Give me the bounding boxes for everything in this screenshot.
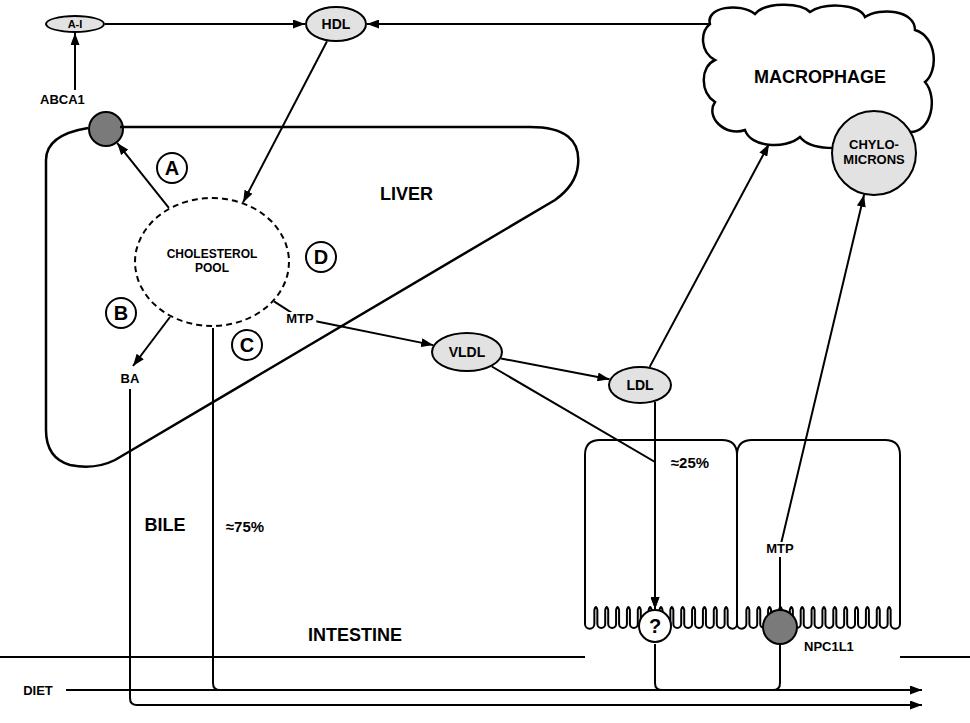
transporter-circle <box>763 610 797 644</box>
flow-arrow <box>501 358 609 379</box>
transporter-symbol: NPC1L1 <box>760 607 860 659</box>
label-holder: ≈25% <box>671 454 709 472</box>
label-holder: ≈75% <box>226 518 264 536</box>
intestine-wall <box>0 656 585 658</box>
chylomicron-circle: CHYLO- MICRONS <box>831 110 917 196</box>
unknown-transporter: ? <box>638 609 672 643</box>
label-holder: BA <box>121 369 140 387</box>
text-label: ≈75% <box>226 518 264 535</box>
flow-arrow <box>243 41 327 202</box>
node-label: LDL <box>626 377 653 393</box>
node-label: ABCA1 <box>40 93 85 108</box>
transporter-symbol: ABCA1 <box>35 90 125 146</box>
liver-outline <box>46 127 578 467</box>
edge-label: MTP <box>283 312 316 327</box>
edge-label-holder: MTP <box>763 539 796 557</box>
label-holder: BILE <box>144 515 185 536</box>
bile-flow-line <box>130 389 922 705</box>
edge-label: MTP <box>763 542 796 557</box>
node-label: ? <box>649 615 661 638</box>
lipoprotein-ellipse: VLDL <box>431 332 503 372</box>
flow-arrow <box>367 23 710 25</box>
transintestinal-line <box>655 644 662 690</box>
node-label: HDL <box>322 16 351 32</box>
callout-letter: C <box>231 329 263 361</box>
biliary-cholesterol-line <box>213 328 220 690</box>
text-label: BA <box>121 372 140 387</box>
text-label: INTESTINE <box>308 625 402 646</box>
node-label: CHOLESTEROL POOL <box>164 248 260 276</box>
diet-flow-line <box>66 689 922 691</box>
flow-arrow <box>650 144 769 367</box>
flow-arrow <box>74 33 76 90</box>
lipoprotein-ellipse: LDL <box>608 366 672 404</box>
node-label: A-I <box>68 18 83 31</box>
transporter-circle <box>88 111 124 147</box>
edge-label-holder: MTP <box>283 309 316 327</box>
label-holder: INTESTINE <box>308 625 402 646</box>
label-holder: DIET <box>23 681 53 699</box>
label-holder: C <box>231 329 263 361</box>
bile-acid-arrow <box>133 317 170 366</box>
label-holder: B <box>105 297 137 329</box>
text-label: DIET <box>23 684 53 699</box>
node-label: MACROPHAGE <box>754 67 886 88</box>
callout-letter: D <box>305 241 337 273</box>
node-label: VLDL <box>449 344 486 360</box>
node-label: CHYLO- MICRONS <box>842 138 906 168</box>
callout-letter: A <box>156 152 188 184</box>
cholesterol-pool: CHOLESTEROL POOL <box>134 197 290 327</box>
intestine-wall <box>900 656 970 658</box>
apolipoprotein-ellipse: A-I <box>45 15 105 33</box>
node-label: NPC1L1 <box>804 640 854 655</box>
lipoprotein-ellipse: HDL <box>305 6 367 42</box>
label-holder: D <box>305 241 337 273</box>
text-label: ≈25% <box>671 454 709 471</box>
flow-arrow <box>105 23 305 25</box>
callout-letter: B <box>105 297 137 329</box>
node-label: LIVER <box>380 184 433 205</box>
flow-arrow <box>654 402 656 609</box>
uptake-line <box>773 645 780 690</box>
flow-arrow <box>274 301 433 345</box>
enterocyte-cell <box>585 440 737 629</box>
transporter-circle <box>762 609 798 645</box>
transporter-circle <box>89 112 123 146</box>
text-label: BILE <box>144 515 185 536</box>
enterocyte-cell <box>737 440 900 629</box>
label-holder: A <box>156 152 188 184</box>
